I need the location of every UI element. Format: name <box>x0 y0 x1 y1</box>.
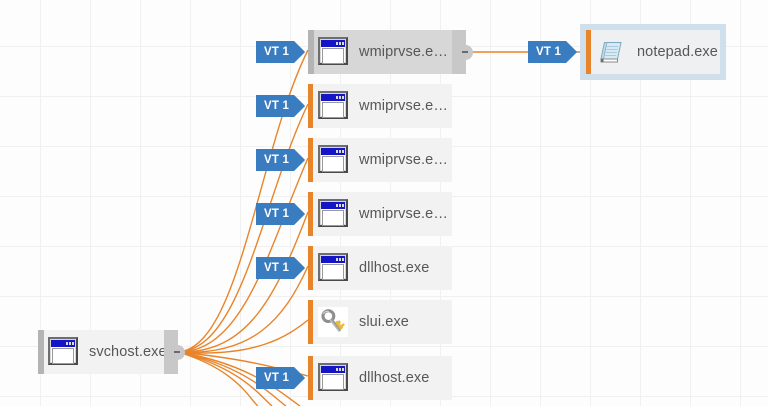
vt-badge[interactable]: VT 1 <box>256 367 305 389</box>
vt-badge[interactable]: VT 1 <box>256 41 305 63</box>
process-node-child-6[interactable]: VT 1 dllhost.exe <box>256 356 452 400</box>
node-accent-bar <box>308 356 313 400</box>
process-node-label: wmiprvse.e… <box>359 98 448 114</box>
node-accent-bar <box>308 192 313 236</box>
process-node-label: wmiprvse.e… <box>359 206 448 222</box>
notepad-icon <box>596 37 626 67</box>
process-node-child-1[interactable]: VT 1 wmiprvse.e… <box>256 84 452 128</box>
process-node-notepad[interactable]: VT 1 notepad.exe <box>528 24 726 80</box>
collapse-handle[interactable] <box>164 330 185 374</box>
process-node-child-5[interactable]: slui.exe <box>256 300 452 344</box>
key-icon <box>318 307 348 337</box>
vt-badge[interactable]: VT 1 <box>256 95 305 117</box>
window-icon <box>48 337 78 367</box>
process-node-body[interactable]: dllhost.exe <box>308 356 452 400</box>
process-node-body[interactable]: wmiprvse.e… <box>308 138 452 182</box>
window-icon <box>318 91 348 121</box>
node-accent-bar <box>308 246 313 290</box>
node-accent-bar <box>308 138 313 182</box>
node-accent-bar <box>308 84 313 128</box>
vt-badge[interactable]: VT 1 <box>256 149 305 171</box>
process-node-root[interactable]: svchost.exe <box>38 330 185 374</box>
window-icon <box>318 199 348 229</box>
process-node-label: dllhost.exe <box>359 370 430 386</box>
collapse-handle[interactable] <box>452 30 473 74</box>
window-icon <box>318 363 348 393</box>
process-node-child-3[interactable]: VT 1 wmiprvse.e… <box>256 192 452 236</box>
process-node-label: wmiprvse.e… <box>359 152 448 168</box>
vt-badge[interactable]: VT 1 <box>528 41 577 63</box>
window-icon <box>318 253 348 283</box>
process-node-label: wmiprvse.e… <box>359 44 448 60</box>
process-node-label: slui.exe <box>359 314 409 330</box>
process-node-label: notepad.exe <box>637 44 718 60</box>
vt-badge[interactable]: VT 1 <box>256 257 305 279</box>
node-accent-bar <box>586 30 591 74</box>
window-icon <box>318 37 348 67</box>
process-node-body[interactable]: notepad.exe <box>580 24 726 80</box>
process-node-body[interactable]: wmiprvse.e… <box>308 84 452 128</box>
process-node-child-2[interactable]: VT 1 wmiprvse.e… <box>256 138 452 182</box>
process-node-body[interactable]: slui.exe <box>308 300 452 344</box>
process-node-body[interactable]: dllhost.exe <box>308 246 452 290</box>
process-node-body[interactable]: svchost.exe <box>38 330 185 374</box>
process-node-body[interactable]: wmiprvse.e… <box>308 192 452 236</box>
process-node-body[interactable]: wmiprvse.e… <box>308 30 473 74</box>
process-node-label: dllhost.exe <box>359 260 430 276</box>
vt-badge[interactable]: VT 1 <box>256 203 305 225</box>
process-node-label: svchost.exe <box>89 344 167 360</box>
node-accent-bar <box>308 30 314 74</box>
process-node-child-0[interactable]: VT 1 wmiprvse.e… <box>256 30 473 74</box>
node-accent-bar <box>38 330 44 374</box>
node-accent-bar <box>308 300 313 344</box>
process-node-child-4[interactable]: VT 1 dllhost.exe <box>256 246 452 290</box>
window-icon <box>318 145 348 175</box>
